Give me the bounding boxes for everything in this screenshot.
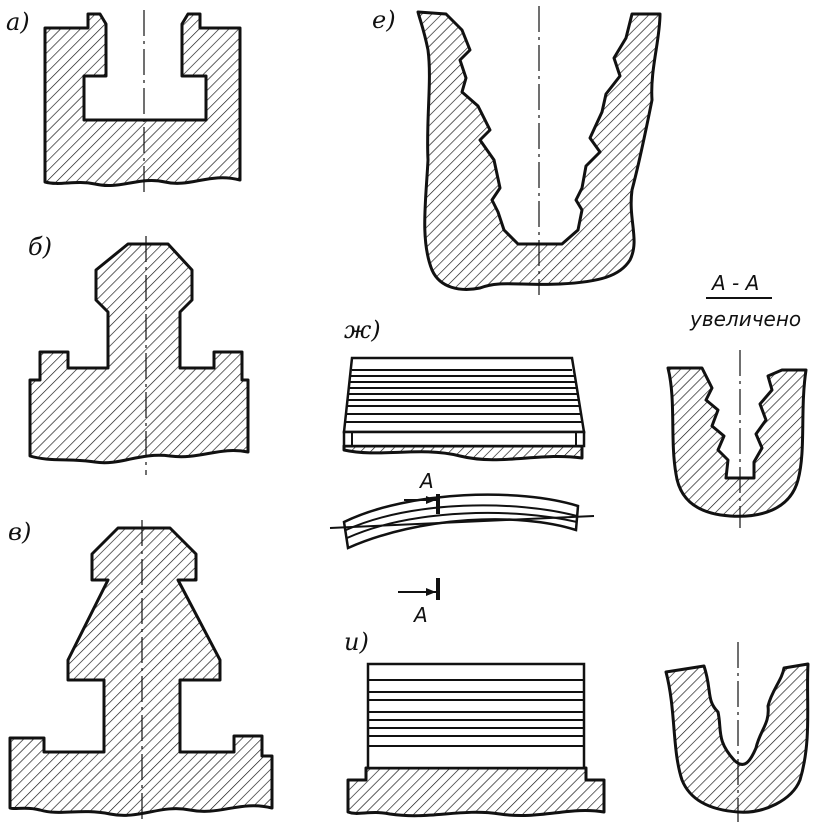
profile-e	[416, 6, 662, 295]
profile-a	[43, 10, 242, 192]
label-i: и)	[344, 628, 369, 656]
label-b: б)	[28, 233, 52, 261]
block-zh	[342, 356, 586, 462]
curved-strip	[329, 493, 595, 600]
block-i	[346, 662, 606, 818]
section-a-a	[666, 350, 808, 528]
label-e: е)	[372, 6, 396, 34]
profile-i-groove	[664, 642, 810, 822]
label-a: а)	[6, 8, 30, 36]
profile-b	[28, 236, 250, 475]
section-title: А - А	[710, 271, 759, 295]
cut-label-bottom: А	[412, 603, 428, 627]
cut-label-top: А	[418, 469, 434, 493]
label-zh: ж)	[344, 316, 381, 344]
profile-v	[8, 520, 274, 822]
section-subtitle: увеличено	[689, 307, 801, 331]
label-v: в)	[8, 518, 31, 546]
